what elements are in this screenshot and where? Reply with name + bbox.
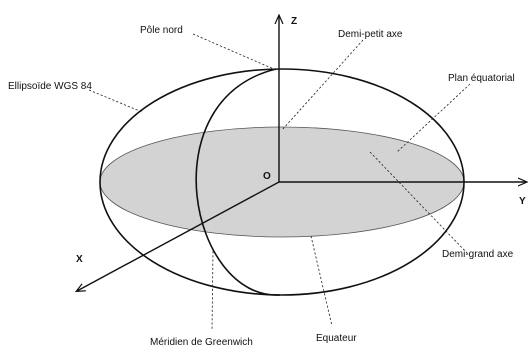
label-plan-equatorial: Plan équatorial xyxy=(448,73,515,84)
label-pole-nord: Pôle nord xyxy=(140,25,183,36)
greenwich-meridian xyxy=(195,68,281,296)
x-axis xyxy=(77,181,280,291)
label-axis-y: Y xyxy=(519,196,526,207)
leader-demi-grand-axe xyxy=(369,151,469,255)
label-origin: O xyxy=(263,171,271,182)
leader-equateur xyxy=(310,235,333,327)
leader-pole-nord xyxy=(192,33,277,71)
label-meridien: Méridien de Greenwich xyxy=(150,337,253,348)
label-axis-z: Z xyxy=(291,16,297,27)
leader-plan-equatorial xyxy=(396,83,471,153)
label-demi-petit-axe: Demi-petit axe xyxy=(338,29,403,40)
label-equateur: Equateur xyxy=(316,333,357,344)
label-axis-x: X xyxy=(76,254,83,265)
label-ellipsoide: Ellipsoïde WGS 84 xyxy=(8,81,92,92)
label-demi-grand-axe: Demi-grand axe xyxy=(442,249,514,260)
leader-meridien xyxy=(211,250,214,331)
leader-ellipsoide xyxy=(88,89,143,113)
leader-demi-petit-axe xyxy=(281,39,364,131)
